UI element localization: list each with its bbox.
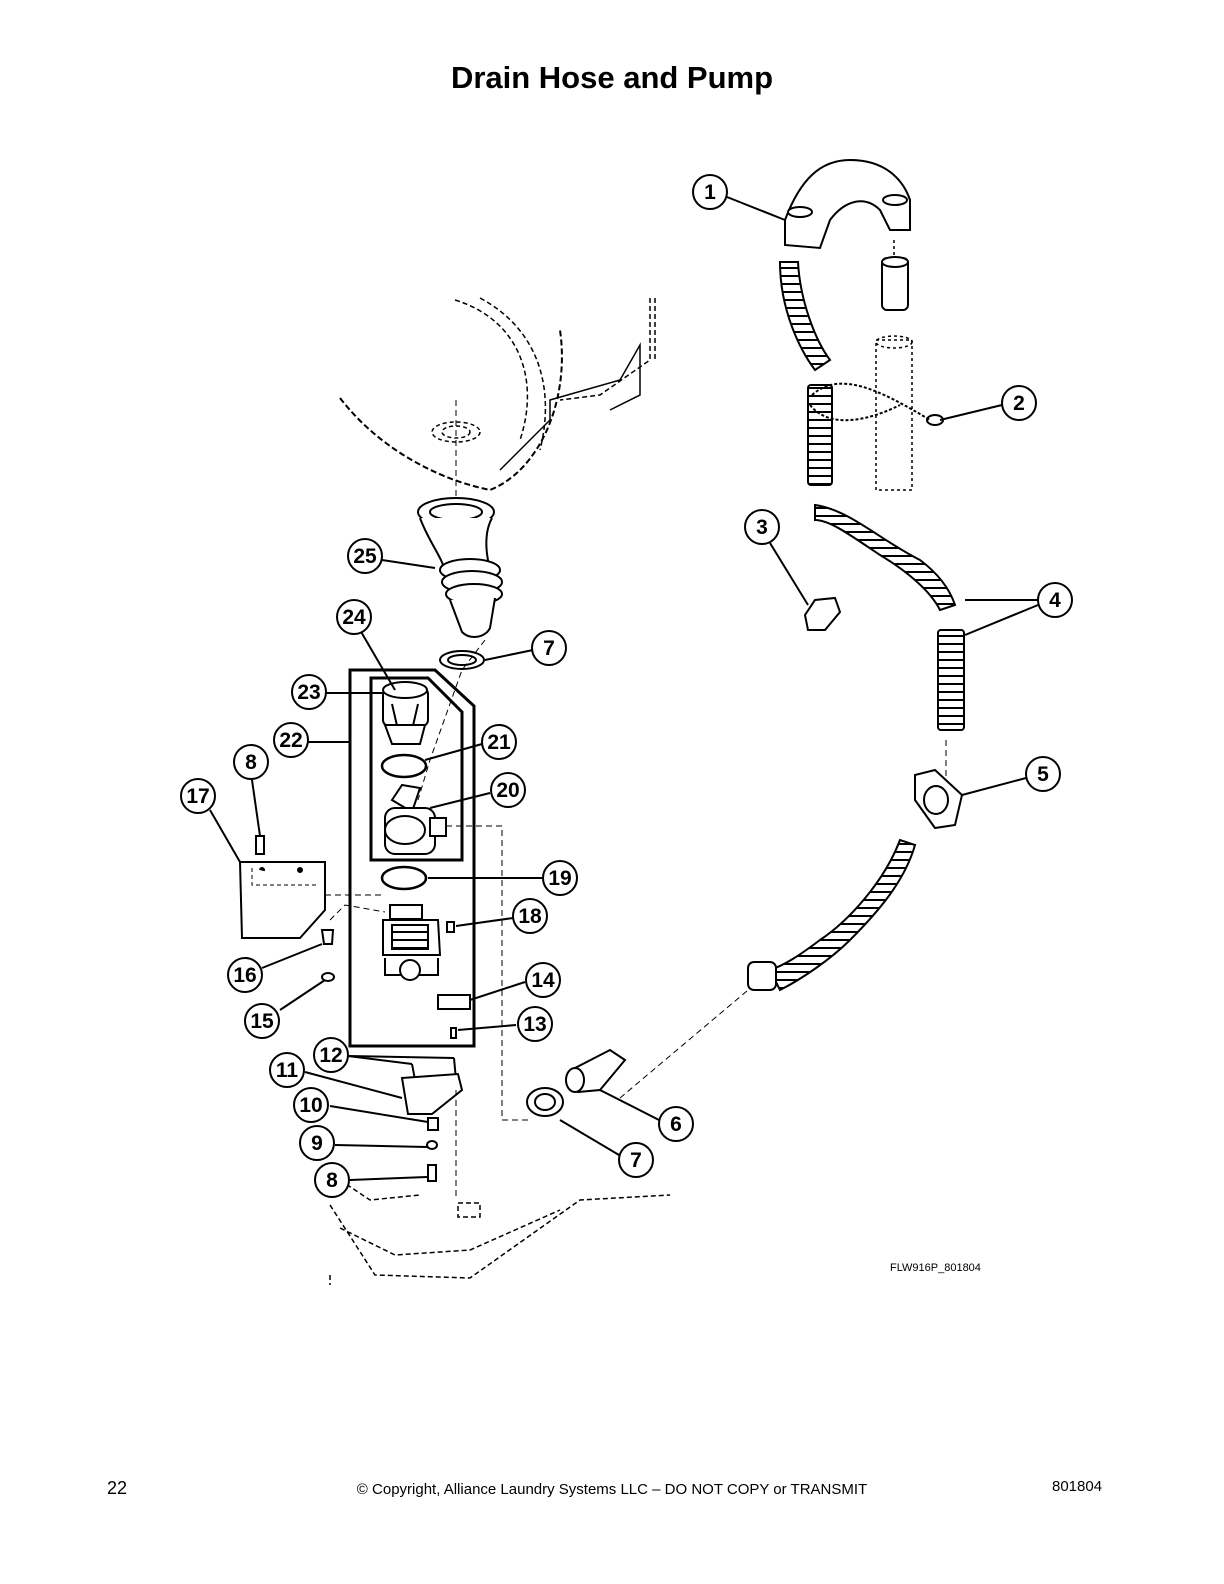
svg-text:18: 18 [518,905,542,928]
callout-11: 11 [269,1052,305,1088]
small-fasteners [255,835,471,1182]
callout-3: 3 [744,509,780,545]
callout-9: 9 [299,1125,335,1161]
hose-grommet [914,768,964,830]
pump-housing [384,783,447,855]
svg-text:14: 14 [531,969,555,992]
callout-22: 22 [273,722,309,758]
callout-15: 15 [244,1003,280,1039]
svg-text:8: 8 [326,1169,338,1192]
lower-o-ring [380,865,428,891]
svg-text:3: 3 [756,516,768,539]
callout-23: 23 [291,674,327,710]
callout-7-upper: 7 [531,630,567,666]
routing-lines [325,639,947,1200]
hose-connector [565,1048,627,1094]
callout-20: 20 [490,772,526,808]
pump-cap [382,681,429,745]
callout-1: 1 [692,174,728,210]
callout-21: 21 [481,724,517,760]
upper-o-ring [380,753,428,779]
pump-assembly-frame [348,668,476,1048]
callout-16: 16 [227,957,263,993]
tub-to-pump-hose [417,497,503,638]
callout-14: 14 [525,962,561,998]
svg-text:1: 1 [704,181,716,204]
callouts: 1 2 3 4 5 6 7 7 8 8 9 10 11 12 13 14 15 … [180,174,1073,1198]
callout-4: 4 [1037,582,1073,618]
document-number: 801804 [1052,1478,1103,1495]
svg-text:22: 22 [279,729,302,752]
svg-text:7: 7 [630,1149,642,1172]
upper-hose-clamp [439,650,485,670]
callout-10: 10 [293,1087,329,1123]
svg-text:11: 11 [276,1059,299,1082]
svg-text:24: 24 [342,606,366,629]
svg-text:4: 4 [1049,589,1061,612]
svg-text:23: 23 [297,681,320,704]
svg-text:13: 13 [523,1013,546,1036]
leader-lines [209,196,1039,1181]
svg-text:5: 5 [1037,763,1049,786]
hose-guide [784,158,911,311]
callout-12: 12 [313,1037,349,1073]
copyright-notice: © Copyright, Alliance Laundry Systems LL… [356,1481,868,1498]
svg-text:12: 12 [319,1044,342,1067]
page-title: Drain Hose and Pump [450,60,774,95]
callout-2: 2 [1001,385,1037,421]
svg-text:7: 7 [543,637,555,660]
svg-text:21: 21 [487,731,511,754]
svg-text:20: 20 [496,779,519,802]
bracket-plate [238,861,326,939]
svg-text:6: 6 [670,1113,682,1136]
drain-hose-upper [778,261,833,486]
page-number: 22 [107,1478,128,1498]
tub-outline [339,297,656,505]
cabinet-base-outline [329,1179,671,1285]
lower-hose-clamp [526,1087,564,1117]
svg-text:19: 19 [548,867,571,890]
callout-19: 19 [542,860,578,896]
svg-text:15: 15 [250,1010,274,1033]
drain-hose-lower [747,838,917,992]
callout-6: 6 [658,1106,694,1142]
callout-8-lower: 8 [314,1162,350,1198]
svg-text:16: 16 [233,964,256,987]
svg-text:2: 2 [1013,392,1025,415]
hose-clip [803,596,842,631]
callout-7-lower: 7 [618,1142,654,1178]
callout-24: 24 [336,599,372,635]
svg-text:8: 8 [245,751,257,774]
figure-id: FLW916P_801804 [890,1262,981,1274]
callout-8-upper: 8 [233,744,269,780]
svg-text:25: 25 [353,545,377,568]
callout-18: 18 [512,898,548,934]
svg-text:9: 9 [311,1132,323,1155]
drain-hose-middle [814,503,965,731]
pump-motor [382,904,442,981]
svg-text:17: 17 [186,785,209,808]
callout-25: 25 [347,538,383,574]
svg-text:10: 10 [299,1094,322,1117]
callout-5: 5 [1025,756,1061,792]
callout-17: 17 [180,778,216,814]
callout-13: 13 [517,1006,553,1042]
